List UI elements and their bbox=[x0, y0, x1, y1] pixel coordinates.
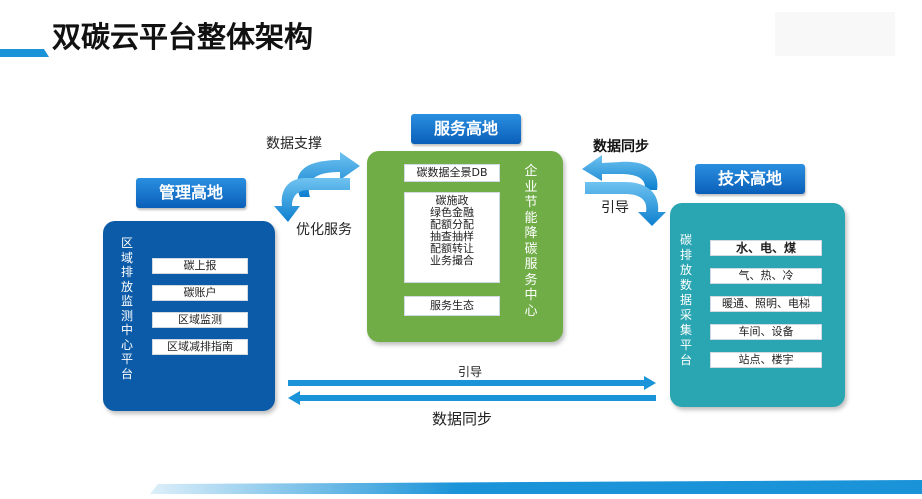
top-right-placeholder bbox=[775, 12, 895, 56]
management-tag: 管理高地 bbox=[136, 178, 246, 208]
service-vertical-title: 企业节能降碳服务中心 bbox=[524, 164, 538, 319]
label-data-sync-bottom: 数据同步 bbox=[432, 410, 493, 428]
management-item-carbon-report: 碳上报 bbox=[152, 258, 248, 274]
tech-item-water-power-coal: 水、电、煤 bbox=[710, 240, 822, 256]
tech-side-note: 引 bbox=[802, 295, 813, 308]
service-list-item: 绿色金融 bbox=[430, 206, 474, 219]
title-accent-bar bbox=[0, 49, 49, 57]
bottom-arrow-left bbox=[288, 391, 656, 405]
service-list: 碳施政 绿色金融 配额分配 抽查抽样 配额转让 业务撮合 bbox=[404, 192, 500, 283]
bottom-arrow-right bbox=[288, 376, 656, 390]
service-list-item: 业务撮合 bbox=[430, 254, 474, 267]
service-tag: 服务高地 bbox=[411, 114, 521, 144]
tech-item-gas-heat-cold: 气、热、冷 bbox=[710, 268, 822, 284]
curved-arrow-optimize bbox=[274, 178, 350, 222]
label-guide-bottom: 引导 bbox=[458, 365, 483, 379]
management-vertical-title: 区域排放监测中心平台 bbox=[120, 236, 133, 381]
service-bottom-box: 服务生态 bbox=[404, 296, 500, 316]
service-list-item: 配额转让 bbox=[430, 242, 474, 255]
tech-item-workshop-equipment: 车间、设备 bbox=[710, 324, 822, 340]
service-list-item: 碳施政 bbox=[435, 194, 469, 207]
curved-arrow-support bbox=[297, 152, 360, 197]
technology-tag: 技术高地 bbox=[695, 164, 805, 194]
curved-arrow-sync bbox=[582, 155, 658, 190]
bottom-accent-bar bbox=[150, 480, 922, 494]
page-title: 双碳云平台整体架构 bbox=[52, 20, 314, 54]
management-item-region-monitor: 区域监测 bbox=[152, 312, 248, 328]
service-top-box: 碳数据全景DB bbox=[404, 164, 500, 182]
service-list-item: 配额分配 bbox=[430, 218, 474, 231]
management-item-region-guide: 区域减排指南 bbox=[152, 339, 248, 355]
label-optimize-service: 优化服务 bbox=[296, 222, 352, 238]
curved-arrow-guide bbox=[585, 182, 666, 226]
technology-vertical-title: 碳排放数据采集平台 bbox=[679, 233, 692, 367]
label-data-sync-right: 数据同步 bbox=[593, 139, 649, 155]
label-guide-right: 引导 bbox=[601, 200, 629, 216]
tech-item-station-building: 站点、楼宇 bbox=[710, 352, 822, 368]
label-data-support: 数据支撑 bbox=[266, 136, 322, 152]
tech-item-hvac-lighting-elevator: 暖通、照明、电梯 bbox=[710, 296, 822, 312]
management-item-carbon-account: 碳账户 bbox=[152, 285, 248, 301]
service-list-item: 抽查抽样 bbox=[430, 230, 474, 243]
